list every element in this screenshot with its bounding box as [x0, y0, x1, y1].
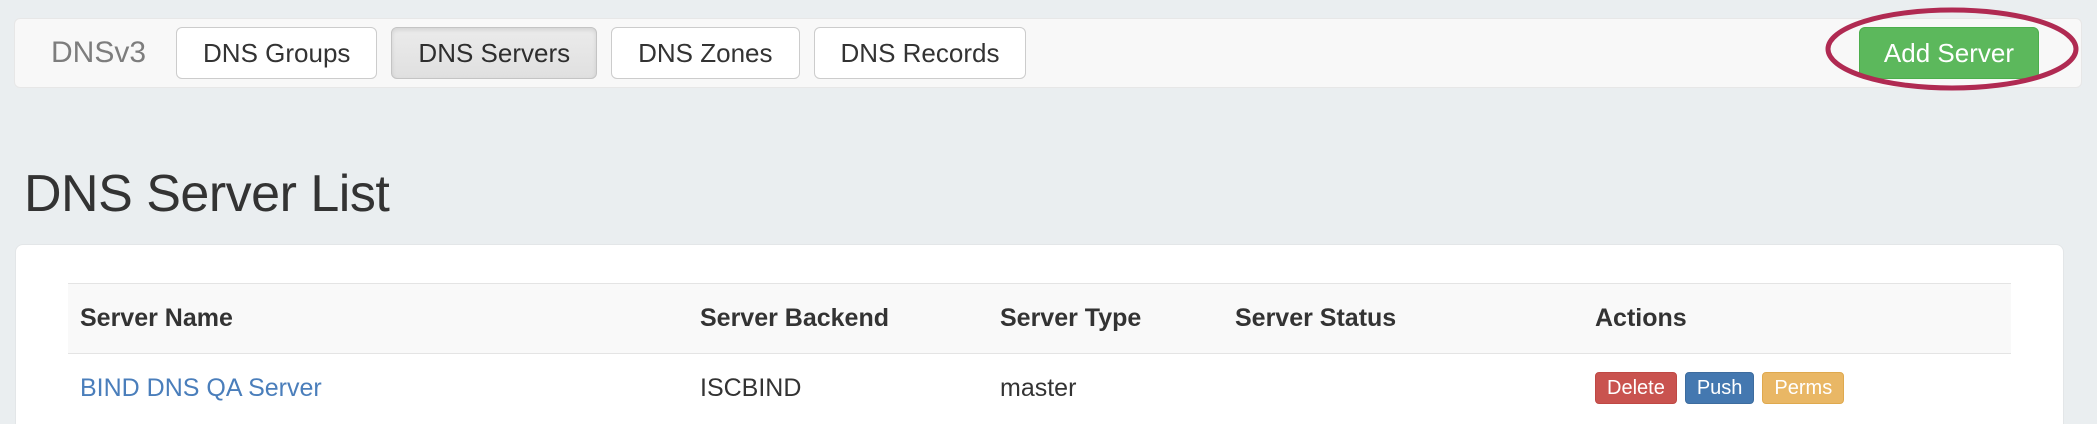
- delete-button[interactable]: Delete: [1595, 372, 1677, 404]
- column-header-server-name[interactable]: Server Name: [68, 283, 688, 354]
- tab-dns-servers[interactable]: DNS Servers: [391, 27, 598, 79]
- table-head: Server Name Server Backend Server Type S…: [68, 283, 2011, 354]
- server-name-link[interactable]: BIND DNS QA Server: [80, 373, 322, 402]
- tab-dns-groups-label: DNS Groups: [203, 38, 351, 68]
- cell-server-name: BIND DNS QA Server: [68, 354, 688, 423]
- table-body: BIND DNS QA Server ISCBIND master Delete…: [68, 354, 2011, 423]
- dns-server-table: Server Name Server Backend Server Type S…: [68, 283, 2011, 422]
- column-header-server-status[interactable]: Server Status: [1223, 283, 1583, 354]
- tab-dns-zones[interactable]: DNS Zones: [611, 27, 800, 79]
- server-list-card: Server Name Server Backend Server Type S…: [15, 244, 2064, 424]
- table-row: BIND DNS QA Server ISCBIND master Delete…: [68, 354, 2011, 423]
- nav-tabs: DNS Groups DNS Servers DNS Zones DNS Rec…: [176, 27, 1027, 79]
- top-navbar: DNSv3 DNS Groups DNS Servers DNS Zones D…: [14, 18, 2082, 88]
- column-header-actions: Actions: [1583, 283, 2011, 354]
- table-container: Server Name Server Backend Server Type S…: [16, 245, 2063, 422]
- table-header-row: Server Name Server Backend Server Type S…: [68, 283, 2011, 354]
- push-button[interactable]: Push: [1684, 372, 1755, 404]
- perms-button[interactable]: Perms: [1762, 372, 1845, 404]
- cell-server-backend: ISCBIND: [700, 373, 802, 402]
- cell-actions: Delete Push Perms: [1583, 354, 2011, 423]
- tab-dns-groups[interactable]: DNS Groups: [176, 27, 378, 79]
- tab-dns-zones-label: DNS Zones: [638, 38, 773, 68]
- row-action-buttons: Delete Push Perms: [1595, 372, 2011, 404]
- column-header-server-backend[interactable]: Server Backend: [688, 283, 988, 354]
- add-server-button-label: Add Server: [1883, 38, 2014, 68]
- tab-dns-records[interactable]: DNS Records: [813, 27, 1027, 79]
- tab-dns-servers-label: DNS Servers: [418, 38, 571, 68]
- brand-logo[interactable]: DNSv3: [51, 36, 147, 69]
- column-header-server-type[interactable]: Server Type: [988, 283, 1223, 354]
- cell-server-type: master: [1000, 373, 1077, 402]
- cell-server-status: [1223, 354, 1583, 423]
- page-title: DNS Server List: [24, 165, 390, 223]
- add-server-button[interactable]: Add Server: [1858, 27, 2039, 79]
- navbar-right-group: Add Server: [1858, 27, 2063, 79]
- tab-dns-records-label: DNS Records: [840, 38, 1000, 68]
